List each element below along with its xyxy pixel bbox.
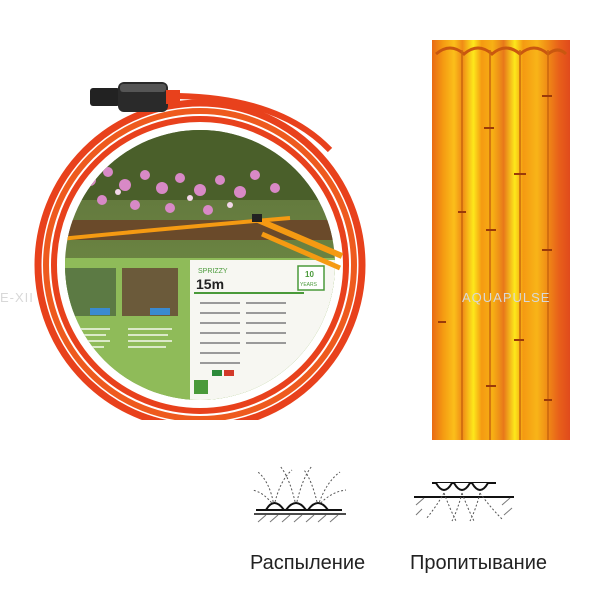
warranty-number: 10 [305, 270, 314, 279]
soak-mode-label: Пропитывание [410, 552, 548, 574]
spray-mode-label: Распыление [250, 552, 366, 574]
hose-sample-icon [252, 214, 344, 271]
brand-logo-small [194, 380, 208, 394]
product-photo: SPRIZZY 15m 10 YEARS [34, 82, 366, 420]
spray-mode-icon [251, 465, 347, 523]
hose-coil-outer [34, 99, 366, 420]
hose-coil-mid [43, 108, 357, 420]
length-text: 15m [196, 276, 224, 292]
warranty-badge [297, 265, 325, 291]
warranty-word: YEARS [300, 282, 318, 288]
watermark-left: E-XII [0, 290, 34, 305]
watermark-right: AQUAPULSE [462, 290, 551, 305]
brand-line-text: SPRIZZY [198, 268, 228, 275]
hose-connector-icon [90, 82, 180, 112]
hose-coil-inner [51, 116, 349, 414]
hose-closeup-image [432, 40, 570, 440]
soak-mode-icon [414, 482, 514, 522]
